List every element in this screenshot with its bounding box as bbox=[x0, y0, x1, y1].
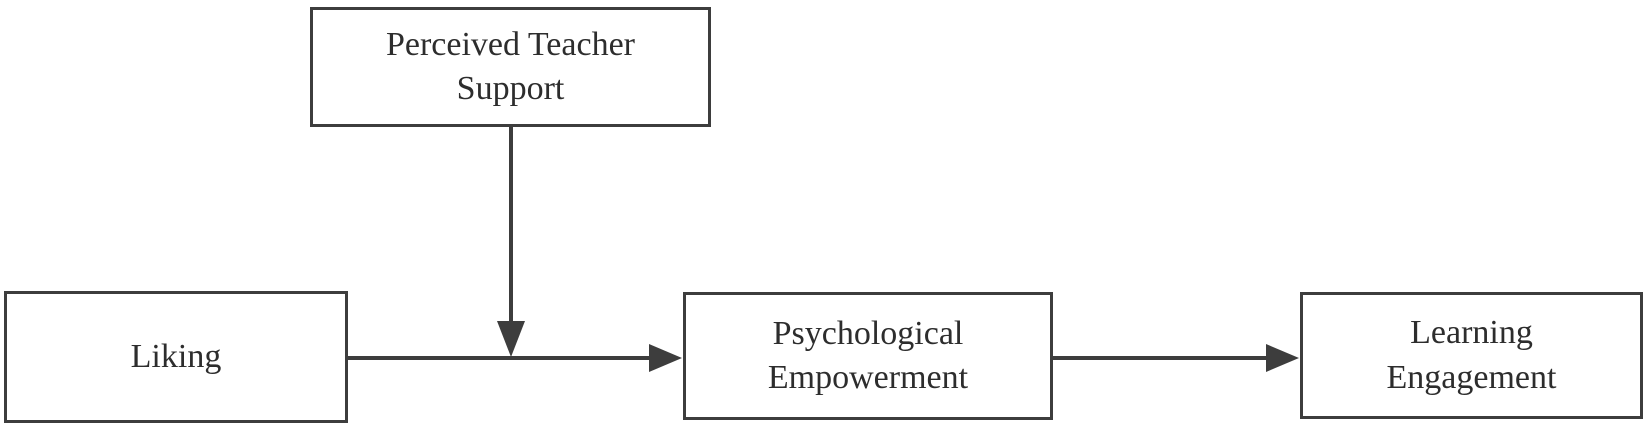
node-learning-engagement: Learning Engagement bbox=[1300, 292, 1643, 419]
node-perceived-teacher-support: Perceived Teacher Support bbox=[310, 7, 711, 127]
node-psychological-empowerment-label: Psychological Empowerment bbox=[767, 314, 969, 396]
node-learning-engagement-label: Learning Engagement bbox=[1386, 314, 1557, 396]
node-perceived-teacher-support-label: Perceived Teacher Support bbox=[385, 25, 635, 107]
arrow-liking-to-empowerment bbox=[347, 344, 682, 372]
node-liking: Liking bbox=[4, 291, 348, 423]
arrow-empowerment-to-engagement bbox=[1052, 344, 1299, 372]
arrow-teacher-support-to-path bbox=[497, 127, 525, 357]
node-psychological-empowerment: Psychological Empowerment bbox=[683, 292, 1053, 420]
node-liking-label: Liking bbox=[130, 337, 222, 375]
